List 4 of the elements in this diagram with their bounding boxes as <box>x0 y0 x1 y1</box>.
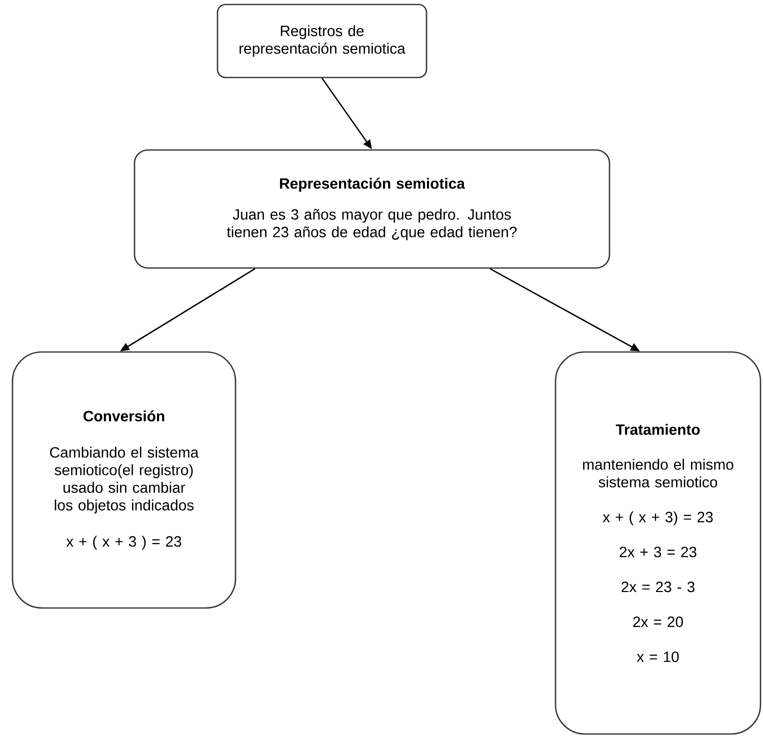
process-box: Registros de representación semiotica <box>216 4 428 78</box>
process-box: Conversión Cambiando el sistema semiotico(el registro) usado sin cambiar los objetos indicados x + ( x + 3 ) = 23 <box>12 351 236 609</box>
process-box: Representación semiotica Juan es 3 años mayor que pedro. Juntos tienen 23 años de edad ¿que edad tienen? <box>134 149 610 269</box>
process-box: Tratamiento manteniendo el mismo sistema semiotico x + ( x + 3) = 23 2x + 3 = 23 2x = 23 - 3 2x = 20 x = 10 <box>554 351 762 735</box>
